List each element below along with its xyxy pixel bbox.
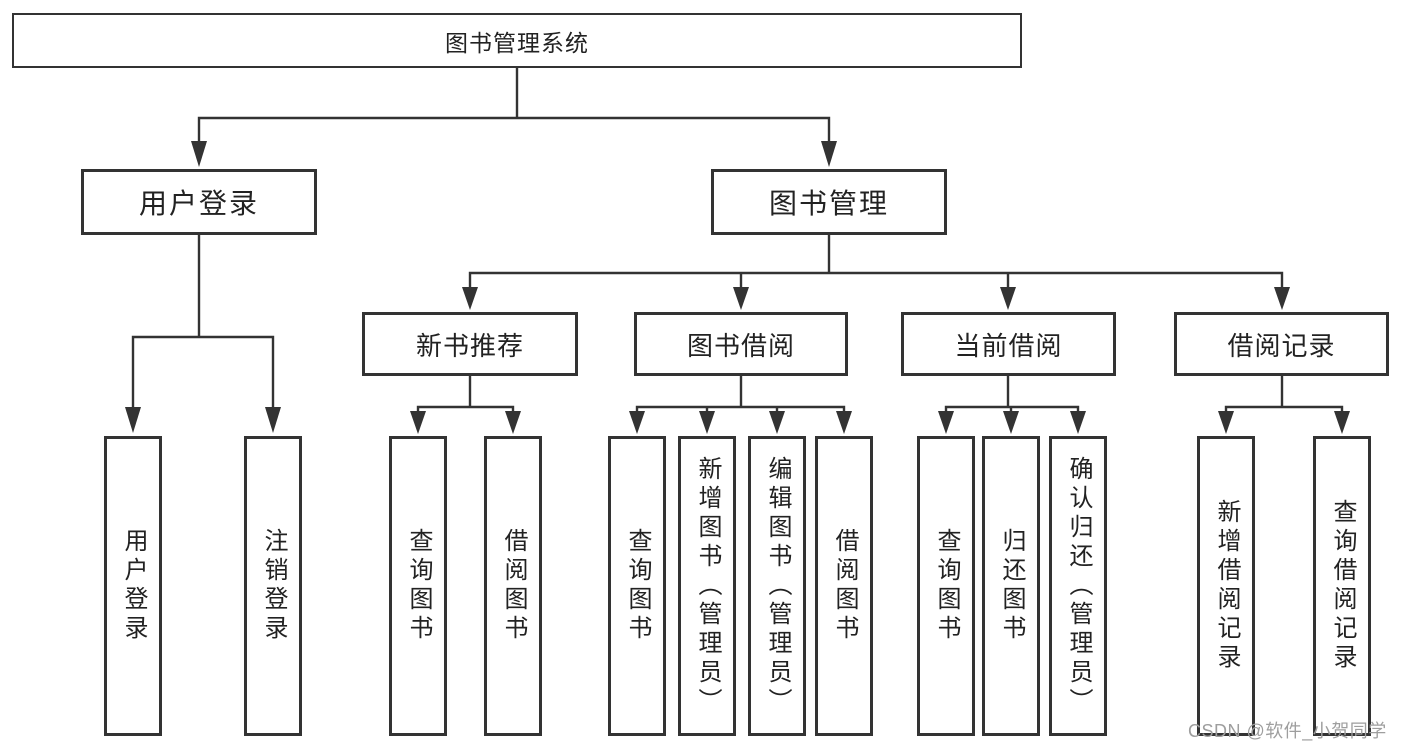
node-new-book-recommend: 新书推荐	[362, 312, 578, 376]
node-label: 借阅图书	[831, 528, 858, 644]
leaf-add-borrow-record: 新增借阅记录	[1197, 436, 1255, 736]
leaf-query-books-3: 查询图书	[917, 436, 975, 736]
leaf-query-borrow-record: 查询借阅记录	[1313, 436, 1371, 736]
leaf-query-books-2: 查询图书	[608, 436, 666, 736]
node-label: 查询图书	[405, 528, 432, 644]
node-label: 图书管理系统	[445, 29, 589, 56]
leaf-query-books-1: 查询图书	[389, 436, 447, 736]
node-book-management: 图书管理	[711, 169, 947, 235]
node-label: 用户登录	[120, 528, 147, 644]
node-user-login: 用户登录	[81, 169, 317, 235]
node-label: 借阅图书	[500, 528, 527, 644]
leaf-edit-books-admin: 编辑图书（管理员）	[748, 436, 806, 736]
leaf-return-books: 归还图书	[982, 436, 1040, 736]
node-borrowing-records: 借阅记录	[1174, 312, 1389, 376]
leaf-confirm-return-admin: 确认归还（管理员）	[1049, 436, 1107, 736]
node-library-management-system: 图书管理系统	[12, 13, 1022, 68]
node-label: 查询图书	[933, 528, 960, 644]
node-label: 归还图书	[998, 528, 1025, 644]
node-label: 新书推荐	[415, 330, 524, 361]
leaf-borrow-books-1: 借阅图书	[484, 436, 542, 736]
node-label: 编辑图书（管理员）	[764, 455, 791, 717]
node-label: 新增图书（管理员）	[694, 455, 721, 717]
node-label: 当前借阅	[954, 330, 1063, 361]
node-label: 注销登录	[260, 528, 287, 644]
node-label: 用户登录	[138, 188, 259, 219]
node-current-borrowing: 当前借阅	[901, 312, 1116, 376]
node-label: 图书借阅	[686, 330, 795, 361]
node-label: 查询借阅记录	[1329, 499, 1356, 673]
csdn-watermark: CSDN @软件_小贺同学	[1188, 721, 1387, 741]
node-label: 图书管理	[768, 188, 889, 219]
leaf-add-books-admin: 新增图书（管理员）	[678, 436, 736, 736]
leaf-logout: 注销登录	[244, 436, 302, 736]
leaf-user-login: 用户登录	[104, 436, 162, 736]
node-label: 查询图书	[624, 528, 651, 644]
node-label: 借阅记录	[1227, 330, 1336, 361]
leaf-borrow-books-2: 借阅图书	[815, 436, 873, 736]
node-label: 确认归还（管理员）	[1065, 455, 1092, 717]
node-label: 新增借阅记录	[1213, 499, 1240, 673]
node-book-borrowing: 图书借阅	[634, 312, 848, 376]
